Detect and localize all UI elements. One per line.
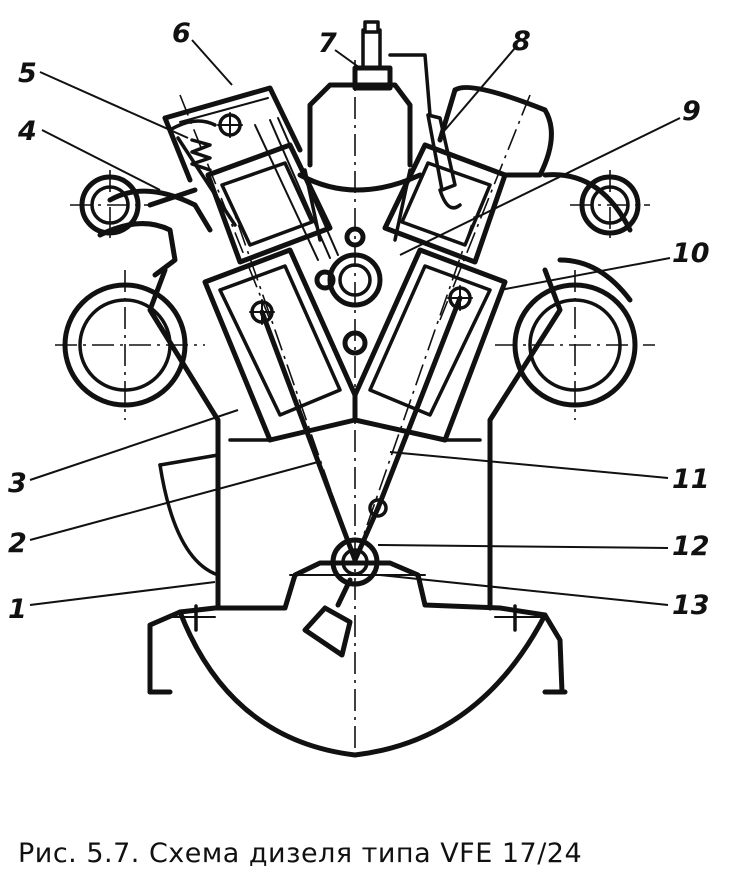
leader-lines <box>29 39 681 606</box>
crankcase <box>147 560 568 758</box>
crankshaft <box>302 537 380 658</box>
label-2: 2 <box>8 528 27 559</box>
intake-manifold <box>97 187 213 278</box>
label-13: 13 <box>672 590 710 621</box>
center-lines <box>55 60 655 760</box>
label-1: 1 <box>8 594 27 625</box>
label-11: 11 <box>672 464 710 495</box>
injector <box>426 113 462 210</box>
label-5: 5 <box>18 58 37 89</box>
side-casing-right <box>512 172 641 408</box>
figure-caption: Рис. 5.7. Схема дизеля типа VFE 17/24 <box>18 838 583 869</box>
label-9: 9 <box>682 96 701 127</box>
label-12: 12 <box>672 531 710 562</box>
label-10: 10 <box>672 238 710 269</box>
label-7: 7 <box>318 28 337 59</box>
label-4: 4 <box>17 116 37 147</box>
part-labels: 1 2 3 4 5 6 7 8 9 10 11 12 13 <box>8 18 710 625</box>
label-6: 6 <box>172 18 191 49</box>
label-3: 3 <box>8 468 27 499</box>
label-8: 8 <box>512 26 531 57</box>
injection-pump <box>297 20 432 242</box>
engine-diagram: 1 2 3 4 5 6 7 8 9 10 11 12 13 <box>8 18 710 760</box>
